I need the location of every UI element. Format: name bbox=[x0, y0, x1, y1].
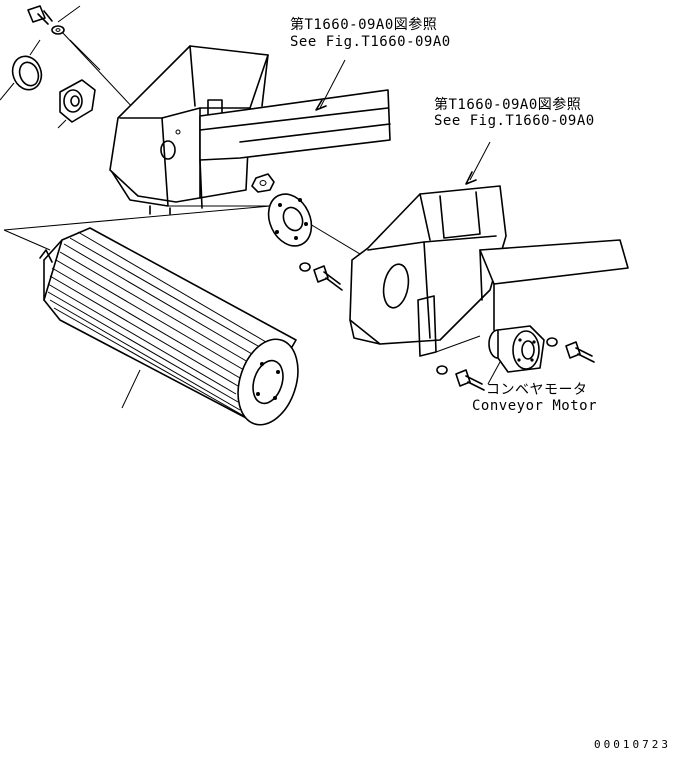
upper-left-bracket bbox=[109, 45, 269, 215]
ref-label-right-english: See Fig.T1660-09A0 bbox=[434, 113, 595, 129]
bolt-lower bbox=[455, 369, 485, 391]
roller-drum bbox=[39, 227, 299, 426]
leader-arrow bbox=[315, 99, 327, 111]
washer-middle bbox=[299, 262, 311, 272]
upper-arm bbox=[199, 89, 391, 209]
hex-nut bbox=[251, 173, 275, 193]
washer-lower bbox=[436, 365, 448, 375]
ref-label-left-japanese: 第T1660-09A0図参照 bbox=[290, 17, 438, 33]
right-bracket bbox=[349, 185, 507, 357]
bolt-top-left bbox=[27, 5, 53, 25]
document-number: 00010723 bbox=[594, 738, 671, 751]
ref-label-left-english: See Fig.T1660-09A0 bbox=[290, 34, 451, 50]
leader-line bbox=[319, 59, 346, 109]
bolt-middle bbox=[313, 265, 343, 291]
projection-line bbox=[3, 205, 271, 231]
leader-line bbox=[57, 5, 101, 71]
motor-label-japanese: コンベヤモータ bbox=[486, 382, 588, 398]
projection-line bbox=[3, 229, 51, 251]
leader-line bbox=[61, 31, 136, 111]
leader-line bbox=[487, 361, 501, 385]
conveyor-motor bbox=[488, 325, 545, 373]
seal-ring bbox=[0, 39, 43, 101]
right-arm bbox=[479, 239, 629, 331]
washer-right bbox=[546, 337, 558, 347]
flanged-bearing bbox=[57, 79, 96, 129]
leader-arrow bbox=[465, 171, 477, 185]
leader-line bbox=[469, 141, 491, 181]
bolt-right bbox=[565, 341, 595, 363]
ref-label-right-japanese: 第T1660-09A0図参照 bbox=[434, 97, 582, 113]
spacer-plate bbox=[267, 193, 313, 247]
projection-line bbox=[435, 335, 481, 353]
motor-label-english: Conveyor Motor bbox=[472, 398, 598, 414]
washer-top-left bbox=[51, 25, 65, 35]
